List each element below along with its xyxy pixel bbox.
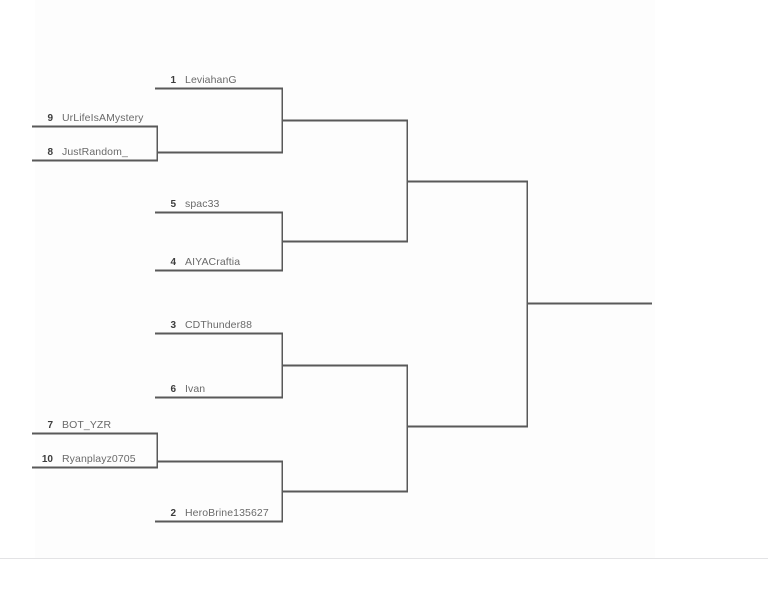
player-name: BOT_YZR bbox=[62, 419, 112, 431]
seed-number: 6 bbox=[170, 384, 176, 395]
bracket-slot-seed-8[interactable]: 8 JustRandom_ bbox=[35, 144, 128, 161]
player-name: JustRandom_ bbox=[62, 146, 128, 158]
seed-number: 1 bbox=[170, 75, 176, 86]
bracket-slot-seed-1[interactable]: 1 LeviahanG bbox=[158, 72, 237, 89]
seed-number: 9 bbox=[47, 113, 53, 124]
player-name: AIYACraftia bbox=[185, 256, 241, 268]
footer-divider bbox=[0, 558, 768, 559]
player-name: LeviahanG bbox=[185, 74, 237, 86]
seed-number: 10 bbox=[41, 454, 53, 465]
seed-number: 8 bbox=[47, 147, 53, 158]
seed-number: 2 bbox=[170, 508, 176, 519]
player-name: CDThunder88 bbox=[185, 319, 253, 331]
bracket-slot-seed-2[interactable]: 2 HeroBrine135627 bbox=[158, 505, 269, 522]
bracket-slot-seed-3[interactable]: 3 CDThunder88 bbox=[158, 317, 252, 334]
bracket-slot-seed-9[interactable]: 9 UrLifeIsAMystery bbox=[35, 110, 144, 127]
bracket-slot-seed-10[interactable]: 10 Ryanplayz0705 bbox=[35, 451, 136, 468]
bracket-panel bbox=[35, 0, 655, 558]
player-name: spac33 bbox=[185, 198, 220, 210]
seed-number: 7 bbox=[47, 420, 53, 431]
player-name: UrLifeIsAMystery bbox=[62, 112, 144, 124]
player-name: HeroBrine135627 bbox=[185, 507, 269, 519]
bracket-slot-seed-4[interactable]: 4 AIYACraftia bbox=[158, 254, 240, 271]
bracket-slot-seed-7[interactable]: 7 BOT_YZR bbox=[35, 417, 111, 434]
seed-number: 5 bbox=[170, 199, 176, 210]
player-name: Ryanplayz0705 bbox=[62, 453, 136, 465]
seed-number: 4 bbox=[170, 257, 176, 268]
player-name: Ivan bbox=[185, 383, 206, 395]
seed-number: 3 bbox=[170, 320, 176, 331]
bracket-slot-seed-6[interactable]: 6 Ivan bbox=[158, 381, 205, 398]
bracket-slot-seed-5[interactable]: 5 spac33 bbox=[158, 196, 219, 213]
